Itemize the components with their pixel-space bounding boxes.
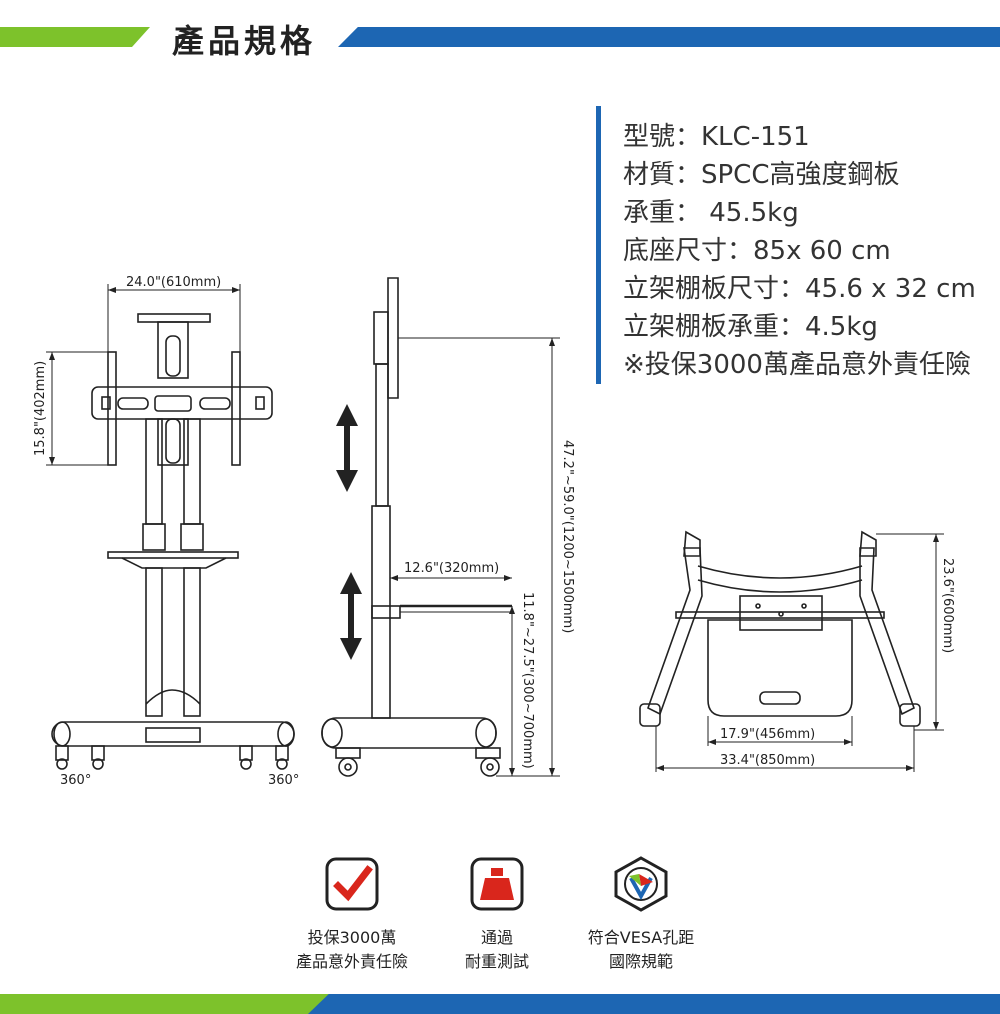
feature-insurance-line2: 產品意外責任險 <box>295 952 408 971</box>
spec-list: 型號：KLC-151 材質：SPCC高強度鋼板 承重： 45.5kg 底座尺寸：… <box>596 106 1000 384</box>
footer-bar <box>0 994 1000 1014</box>
footer-green-bar <box>0 994 330 1014</box>
section-title: 產品規格 <box>172 22 317 60</box>
header-green-bar <box>0 27 150 47</box>
top-view-drawing <box>639 530 944 772</box>
dim-width-top: 24.0"(610mm) <box>126 275 221 290</box>
feature-vesa-line2: 國際規範 <box>608 952 673 971</box>
front-view-drawing <box>46 284 295 770</box>
footer-blue-bar <box>308 994 1000 1014</box>
dim-total-height: 47.2"~59.0"(1200~1500mm) <box>560 440 575 633</box>
caster-rotation-right: 360° <box>268 773 299 788</box>
side-view-drawing <box>321 277 560 777</box>
spec-base-size: 底座尺寸：85x 60 cm <box>623 236 891 266</box>
dim-base-inner-width: 17.9"(456mm) <box>720 727 815 742</box>
feature-load-test-line2: 耐重測試 <box>464 952 529 971</box>
caster-rotation-left: 360° <box>60 773 91 788</box>
feature-load-test-line1: 通過 <box>480 928 513 947</box>
checkmark-icon <box>324 856 380 912</box>
spec-load: 承重： 45.5kg <box>623 198 799 228</box>
feature-vesa-line1: 符合VESA孔距 <box>587 928 695 947</box>
feature-load-test: 通過 耐重測試 <box>412 856 582 974</box>
spec-model: 型號：KLC-151 <box>623 122 810 152</box>
dim-base-width: 33.4"(850mm) <box>720 753 815 768</box>
spec-shelf-load: 立架棚板承重：4.5kg <box>623 312 878 342</box>
feature-insurance-line1: 投保3000萬 <box>307 928 397 947</box>
dim-base-depth: 23.6"(600mm) <box>940 558 955 653</box>
section-header: 產品規格 <box>0 0 1000 70</box>
feature-insurance: 投保3000萬 產品意外責任險 <box>267 856 437 974</box>
spec-insurance: ※投保3000萬產品意外責任險 <box>623 350 971 380</box>
spec-material: 材質：SPCC高強度鋼板 <box>623 160 900 190</box>
feature-vesa: 符合VESA孔距 國際規範 <box>556 856 726 974</box>
weight-icon <box>469 856 525 912</box>
dim-shelf-height: 11.8"~27.5"(300~700mm) <box>520 592 535 769</box>
header-blue-bar <box>338 27 1000 47</box>
vesa-badge-icon <box>613 856 669 912</box>
spec-shelf-size: 立架棚板尺寸：45.6 x 32 cm <box>623 274 976 304</box>
dim-shelf-depth: 12.6"(320mm) <box>404 561 499 576</box>
dim-mount-height: 15.8"(402mm) <box>33 361 48 456</box>
height-adjust-arrow <box>336 404 362 660</box>
